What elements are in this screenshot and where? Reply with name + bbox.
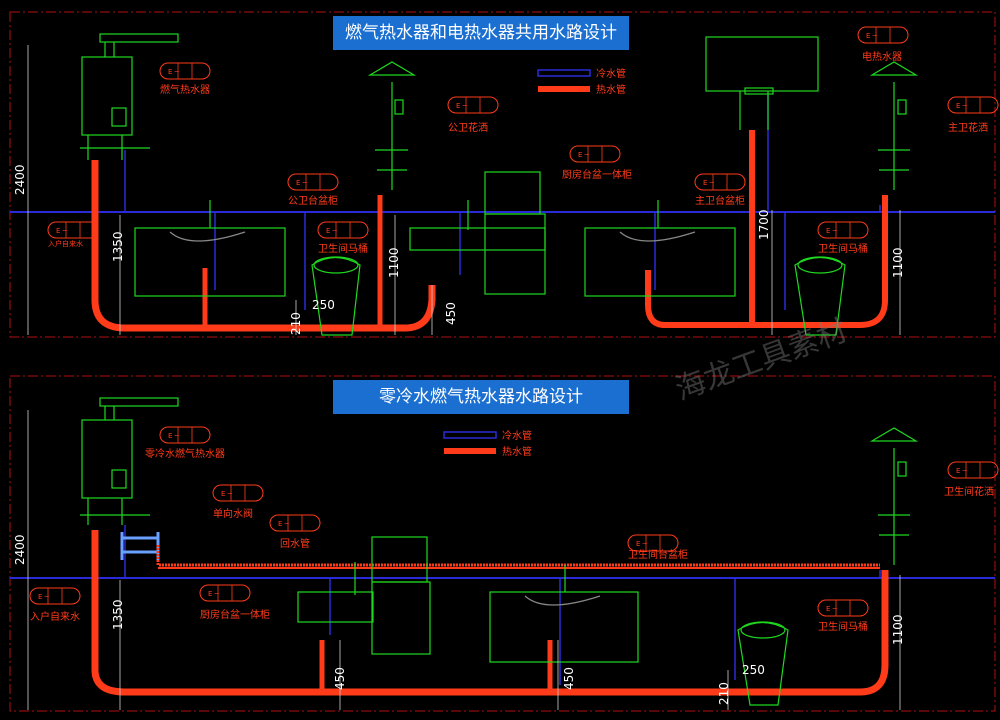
tag-label: E ─ xyxy=(956,102,968,110)
top-title-banner: 燃气热水器和电热水器共用水路设计 xyxy=(333,16,629,50)
bottom-dim-450b: 450 xyxy=(562,667,576,690)
tag-label: E ─ xyxy=(208,590,220,598)
top-diagram: 冷水管 热水管 E ─ E ─ E ─ E ─ E ─ E ─ E ─ E ─ E ─ E ─ 燃… xyxy=(9,11,999,338)
tag-label: E ─ xyxy=(296,179,308,187)
top-frame xyxy=(9,11,996,338)
bottom-cold-branches xyxy=(124,525,881,685)
tag-label: E ─ xyxy=(866,32,878,40)
top-public-basin xyxy=(134,200,286,297)
top-gas-heater xyxy=(80,33,179,160)
tag-label: E ─ xyxy=(578,151,590,159)
top-dim-lines xyxy=(27,45,901,335)
top-cold-branches xyxy=(124,95,881,310)
bottom-check-valve xyxy=(120,532,160,560)
top-label-main-shower: 主卫花洒 xyxy=(948,121,988,134)
top-legend-hot-swatch xyxy=(538,86,590,92)
bottom-label-kitchen-cabinet: 厨房台盆一体柜 xyxy=(200,608,270,621)
bottom-label-inlet: 入户自来水 xyxy=(30,610,80,623)
bottom-label-toilet: 卫生间马桶 xyxy=(818,620,868,633)
top-label-kitchen-cabinet: 厨房台盆一体柜 xyxy=(562,168,632,181)
tag-label: E ─ xyxy=(956,467,968,475)
bottom-tags: E ─ E ─ E ─ E ─ E ─ E ─ E ─ E ─ xyxy=(29,426,999,617)
top-legend: 冷水管 热水管 xyxy=(537,67,626,96)
top-main-basin xyxy=(584,200,736,297)
top-kitchen-cabinet xyxy=(409,171,546,295)
top-label-public-basin: 公卫台盆柜 xyxy=(288,194,338,207)
top-hot-loop-right xyxy=(645,130,888,328)
top-public-shower xyxy=(367,61,417,190)
tag-label: E ─ xyxy=(168,68,180,76)
top-label-inlet: 入户自来水 xyxy=(48,239,83,248)
tag-label: E ─ xyxy=(56,227,68,235)
bottom-dim-lines xyxy=(27,410,901,710)
bottom-dim-210: 210 xyxy=(717,682,731,705)
bottom-dim-2400: 2400 xyxy=(13,534,27,565)
tag-label: E ─ xyxy=(826,605,838,613)
bottom-legend-hot-label: 热水管 xyxy=(502,445,532,458)
top-label-toilet-right: 卫生间马桶 xyxy=(818,242,868,255)
tag-label: E ─ xyxy=(168,432,180,440)
top-hot-loop-left xyxy=(91,160,436,332)
top-main-shower xyxy=(869,61,919,190)
tag-label: E ─ xyxy=(38,593,50,601)
bottom-dim-450: 450 xyxy=(333,667,347,690)
bottom-dim-250: 250 xyxy=(742,663,765,677)
top-label-public-shower: 公卫花洒 xyxy=(448,121,488,134)
tag-label: E ─ xyxy=(326,227,338,235)
top-legend-cold-label: 冷水管 xyxy=(596,67,626,80)
tag-label: E ─ xyxy=(703,179,715,187)
top-dim-250: 250 xyxy=(312,298,335,312)
bottom-label-gas-heater: 零冷水燃气热水器 xyxy=(145,447,225,460)
tag-label: E ─ xyxy=(636,540,648,548)
bottom-legend-cold-label: 冷水管 xyxy=(502,429,532,442)
bottom-label-shower: 卫生间花洒 xyxy=(944,485,994,498)
bottom-toilet xyxy=(737,621,789,706)
top-dim-1350: 1350 xyxy=(111,231,125,262)
bottom-hot-risers xyxy=(319,640,553,690)
top-label-electric-heater: 电热水器 xyxy=(862,50,902,63)
top-electric-heater xyxy=(705,36,819,130)
tag-label: E ─ xyxy=(278,520,290,528)
top-dim-1700: 1700 xyxy=(757,209,771,240)
bottom-diagram: 冷水管 热水管 E ─ E ─ E ─ E ─ E ─ E ─ E ─ E ─ 零冷水燃气热水… xyxy=(9,375,999,712)
bottom-hot-loop xyxy=(91,530,889,696)
top-dim-210: 210 xyxy=(289,312,303,335)
bottom-label-check-valve: 单向水阀 xyxy=(213,507,253,520)
bottom-return-pipe xyxy=(156,545,880,567)
bottom-legend: 冷水管 热水管 xyxy=(443,429,532,458)
bottom-legend-hot-swatch xyxy=(444,448,496,454)
top-label-toilet-left: 卫生间马桶 xyxy=(318,242,368,255)
bottom-dim-1350: 1350 xyxy=(111,599,125,630)
top-dim-1100b: 1100 xyxy=(891,247,905,278)
top-legend-cold-swatch xyxy=(537,69,591,77)
top-tags: E ─ E ─ E ─ E ─ E ─ E ─ E ─ E ─ E ─ E ─ xyxy=(47,26,999,239)
bottom-kitchen-cabinet xyxy=(297,536,431,655)
bottom-dim-1100: 1100 xyxy=(891,614,905,645)
tag-label: E ─ xyxy=(221,490,233,498)
tag-label: E ─ xyxy=(826,227,838,235)
bottom-legend-cold-swatch xyxy=(443,431,497,439)
bottom-title-banner: 零冷水燃气热水器水路设计 xyxy=(333,380,629,414)
bottom-bath-basin xyxy=(489,565,639,663)
bottom-shower xyxy=(869,427,919,565)
top-legend-hot-label: 热水管 xyxy=(596,83,626,96)
top-toilet-right xyxy=(794,256,846,336)
top-dim-2400: 2400 xyxy=(13,164,27,195)
bottom-frame xyxy=(9,375,996,712)
bottom-label-bath-basin: 卫生间台盆柜 xyxy=(628,548,688,561)
bottom-label-return-pipe: 回水管 xyxy=(280,537,310,550)
bottom-gas-heater xyxy=(80,397,179,525)
top-label-main-basin: 主卫台盆柜 xyxy=(695,194,745,207)
top-toilet-left xyxy=(311,256,361,336)
top-dim-450: 450 xyxy=(444,302,458,325)
tag-label: E ─ xyxy=(456,102,468,110)
top-label-gas-heater: 燃气热水器 xyxy=(160,83,210,96)
top-dim-1100a: 1100 xyxy=(387,247,401,278)
